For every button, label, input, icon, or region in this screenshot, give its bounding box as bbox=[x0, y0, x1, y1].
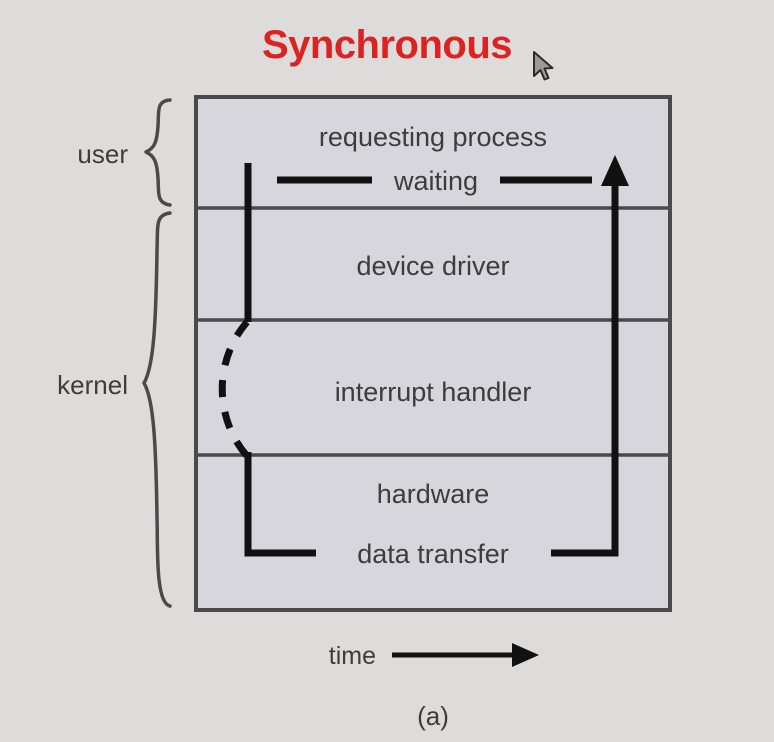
figure-caption: (a) bbox=[417, 701, 449, 731]
return-path-right bbox=[551, 172, 619, 557]
data-transfer-path-left bbox=[244, 452, 316, 557]
side-label-kernel: kernel bbox=[57, 370, 128, 400]
band-label-interrupt-handler: interrupt handler bbox=[335, 377, 532, 407]
time-axis-arrowhead bbox=[512, 643, 539, 667]
brace-user bbox=[144, 98, 172, 207]
return-arrowhead-up bbox=[601, 155, 629, 186]
band-sublabel-data-transfer: data transfer bbox=[357, 539, 509, 569]
page-title: Synchronous bbox=[261, 23, 513, 67]
band-label-device-driver: device driver bbox=[356, 251, 509, 281]
side-label-user: user bbox=[77, 139, 128, 169]
control-flow-dashed-arc bbox=[218, 319, 250, 459]
band-label-requesting-process: requesting process bbox=[319, 122, 547, 152]
band-sublabel-waiting: waiting bbox=[393, 166, 478, 196]
time-axis-label: time bbox=[329, 642, 376, 670]
band-label-hardware: hardware bbox=[377, 479, 490, 509]
brace-kernel bbox=[142, 211, 172, 608]
